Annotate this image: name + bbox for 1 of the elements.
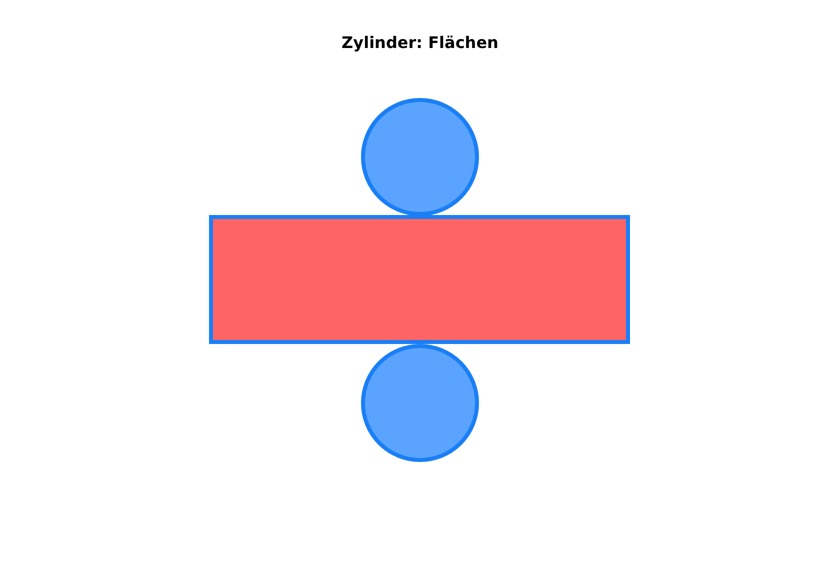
diagram-title: Zylinder: Flächen bbox=[342, 33, 498, 52]
